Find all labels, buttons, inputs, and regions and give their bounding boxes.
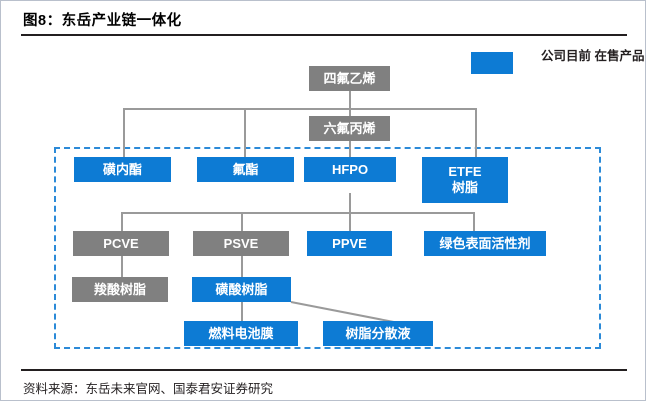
node-ppve[interactable]: PPVE	[307, 231, 392, 256]
edge-hfpo-stub	[349, 193, 351, 213]
source-note: 资料来源：东岳未来官网、国泰君安证券研究	[23, 382, 274, 396]
node-fluoroester[interactable]: 氟酯	[197, 157, 294, 182]
node-etfe[interactable]: ETFE 树脂	[422, 157, 508, 203]
edge-psve-to-sulfonic	[241, 256, 243, 277]
edge-hfp-to-hfpo	[349, 141, 351, 158]
node-sultone[interactable]: 磺内酯	[74, 157, 171, 182]
node-pcve[interactable]: PCVE	[73, 231, 169, 256]
edge-hfpo-to-ppve	[349, 212, 351, 232]
node-sulfonic[interactable]: 磺酸树脂	[192, 277, 291, 302]
edge-hfpo-to-psve	[241, 212, 243, 232]
page-title: 图8：东岳产业链一体化	[23, 13, 182, 29]
edge-hfpo-bus	[121, 212, 473, 214]
edge-tfe-to-fluoroester	[244, 108, 246, 158]
edge-hfpo-to-pcve	[121, 212, 123, 232]
node-dispersion[interactable]: 树脂分散液	[323, 321, 433, 346]
node-psve[interactable]: PSVE	[193, 231, 289, 256]
current-products-zone	[54, 147, 601, 349]
node-carboxylic[interactable]: 羧酸树脂	[72, 277, 168, 302]
edge-tfe-to-sultone	[123, 108, 125, 158]
legend-swatch-blue	[471, 52, 513, 74]
edge-tfe-stub	[349, 91, 351, 109]
edge-sulfonic-to-fuelcell	[241, 302, 243, 321]
edge-pcve-to-carboxylic	[121, 256, 123, 277]
edge-tfe-bus	[123, 108, 476, 110]
header-divider	[21, 34, 627, 36]
node-tfe[interactable]: 四氟乙烯	[309, 66, 390, 91]
node-surfactant[interactable]: 绿色表面活性剂	[424, 231, 546, 256]
footer-divider	[21, 369, 627, 371]
node-hfpo[interactable]: HFPO	[304, 157, 396, 182]
edge-tfe-to-etfe	[475, 108, 477, 158]
node-fuelcell[interactable]: 燃料电池膜	[184, 321, 298, 346]
node-hfp[interactable]: 六氟丙烯	[309, 116, 390, 141]
legend-label: 公司目前 在售产品	[541, 49, 645, 63]
edge-hfpo-to-surfactant	[473, 212, 475, 232]
